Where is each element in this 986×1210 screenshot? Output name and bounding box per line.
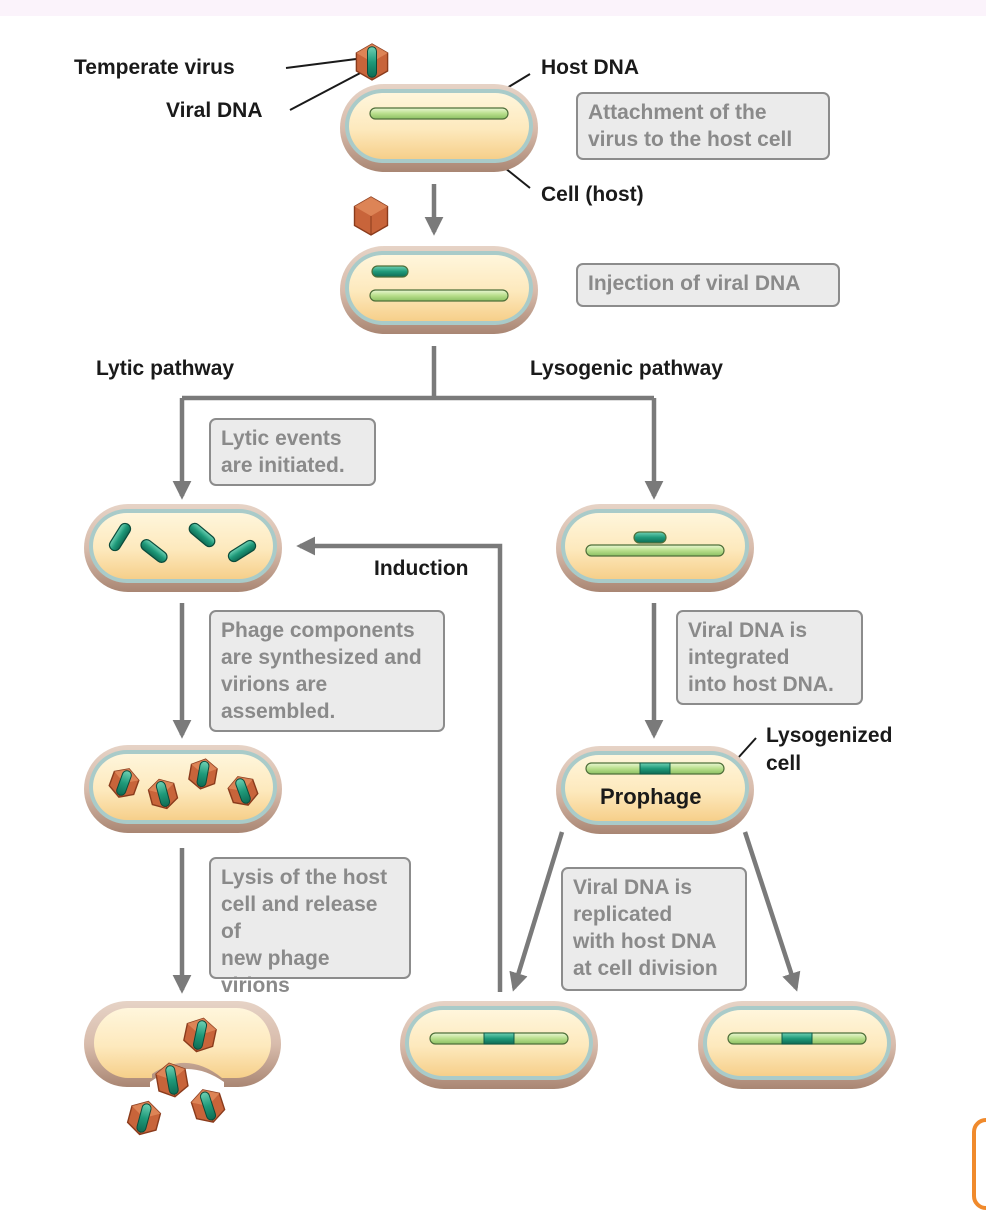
- host-dna: [369, 107, 509, 120]
- phage-capsid: [355, 43, 389, 81]
- step-injection: Injection of viral DNA: [576, 263, 840, 307]
- host-dna-label: Host DNA: [541, 56, 639, 79]
- step-replicated: Viral DNA is replicated with host DNA at…: [561, 867, 747, 991]
- phage-capsid: [353, 196, 389, 236]
- phage-capsid: [155, 1062, 189, 1098]
- phage-capsid: [227, 776, 259, 806]
- arrow-induction: [296, 536, 503, 992]
- viral-dna-fragment: [188, 522, 216, 548]
- cell-lysogenic-1: [556, 504, 754, 592]
- cell-attachment: [340, 84, 538, 172]
- viral-dna-fragment: [108, 522, 132, 552]
- cell-virions-assembled: [84, 745, 282, 833]
- temperate-virus-label: Temperate virus: [74, 56, 235, 79]
- top-stripe: [0, 0, 986, 16]
- viral-dna-attaching: [633, 531, 667, 544]
- viral-dna-fragment: [140, 539, 168, 563]
- host-dna: [369, 289, 509, 302]
- phage-capsid: [147, 778, 179, 810]
- free-phages: [126, 43, 389, 1136]
- host-dna: [585, 544, 725, 557]
- prophage-segment: [781, 1032, 813, 1045]
- induction-label: Induction: [374, 557, 469, 580]
- cells: [84, 84, 896, 1089]
- phage-capsid: [190, 1089, 226, 1123]
- phage-capsid: [188, 758, 218, 790]
- phage-capsid: [126, 1100, 162, 1136]
- prophage-segment: [483, 1032, 515, 1045]
- cell-injection: [340, 246, 538, 334]
- step-attachment: Attachment of the virus to the host cell: [576, 92, 830, 160]
- prophage-segment: [639, 762, 671, 775]
- lysogenic-pathway-label: Lysogenic pathway: [530, 357, 723, 380]
- phage-capsid: [108, 768, 140, 798]
- step-integrated: Viral DNA is integrated into host DNA.: [676, 610, 863, 705]
- cell-host-label: Cell (host): [541, 183, 644, 206]
- injected-viral-dna: [371, 265, 409, 278]
- step-lysis: Lysis of the host cell and release of ne…: [209, 857, 411, 997]
- cell-daughter-right: [698, 1001, 896, 1089]
- step-lytic-initiated: Lytic events are initiated.: [209, 418, 376, 486]
- lytic-pathway-label: Lytic pathway: [96, 357, 235, 380]
- cell-daughter-left: [400, 1001, 598, 1089]
- viral-dna-fragment: [227, 539, 257, 563]
- cell-lysed: [84, 1001, 281, 1087]
- viral-dna-label: Viral DNA: [166, 99, 263, 122]
- arrow-divide-right: [742, 831, 801, 992]
- lysogenized-cell-label: Lysogenized cell: [766, 724, 893, 775]
- corner-tab: [972, 1118, 986, 1210]
- cell-lysogenized: [556, 746, 754, 834]
- cell-lytic-initiated: [84, 504, 282, 592]
- step-synthesized: Phage components are synthesized and vir…: [209, 610, 445, 732]
- phage-capsid: [183, 1017, 217, 1053]
- arrow-divide-left: [509, 831, 565, 992]
- prophage-label: Prophage: [600, 784, 702, 809]
- arrows: [172, 184, 801, 994]
